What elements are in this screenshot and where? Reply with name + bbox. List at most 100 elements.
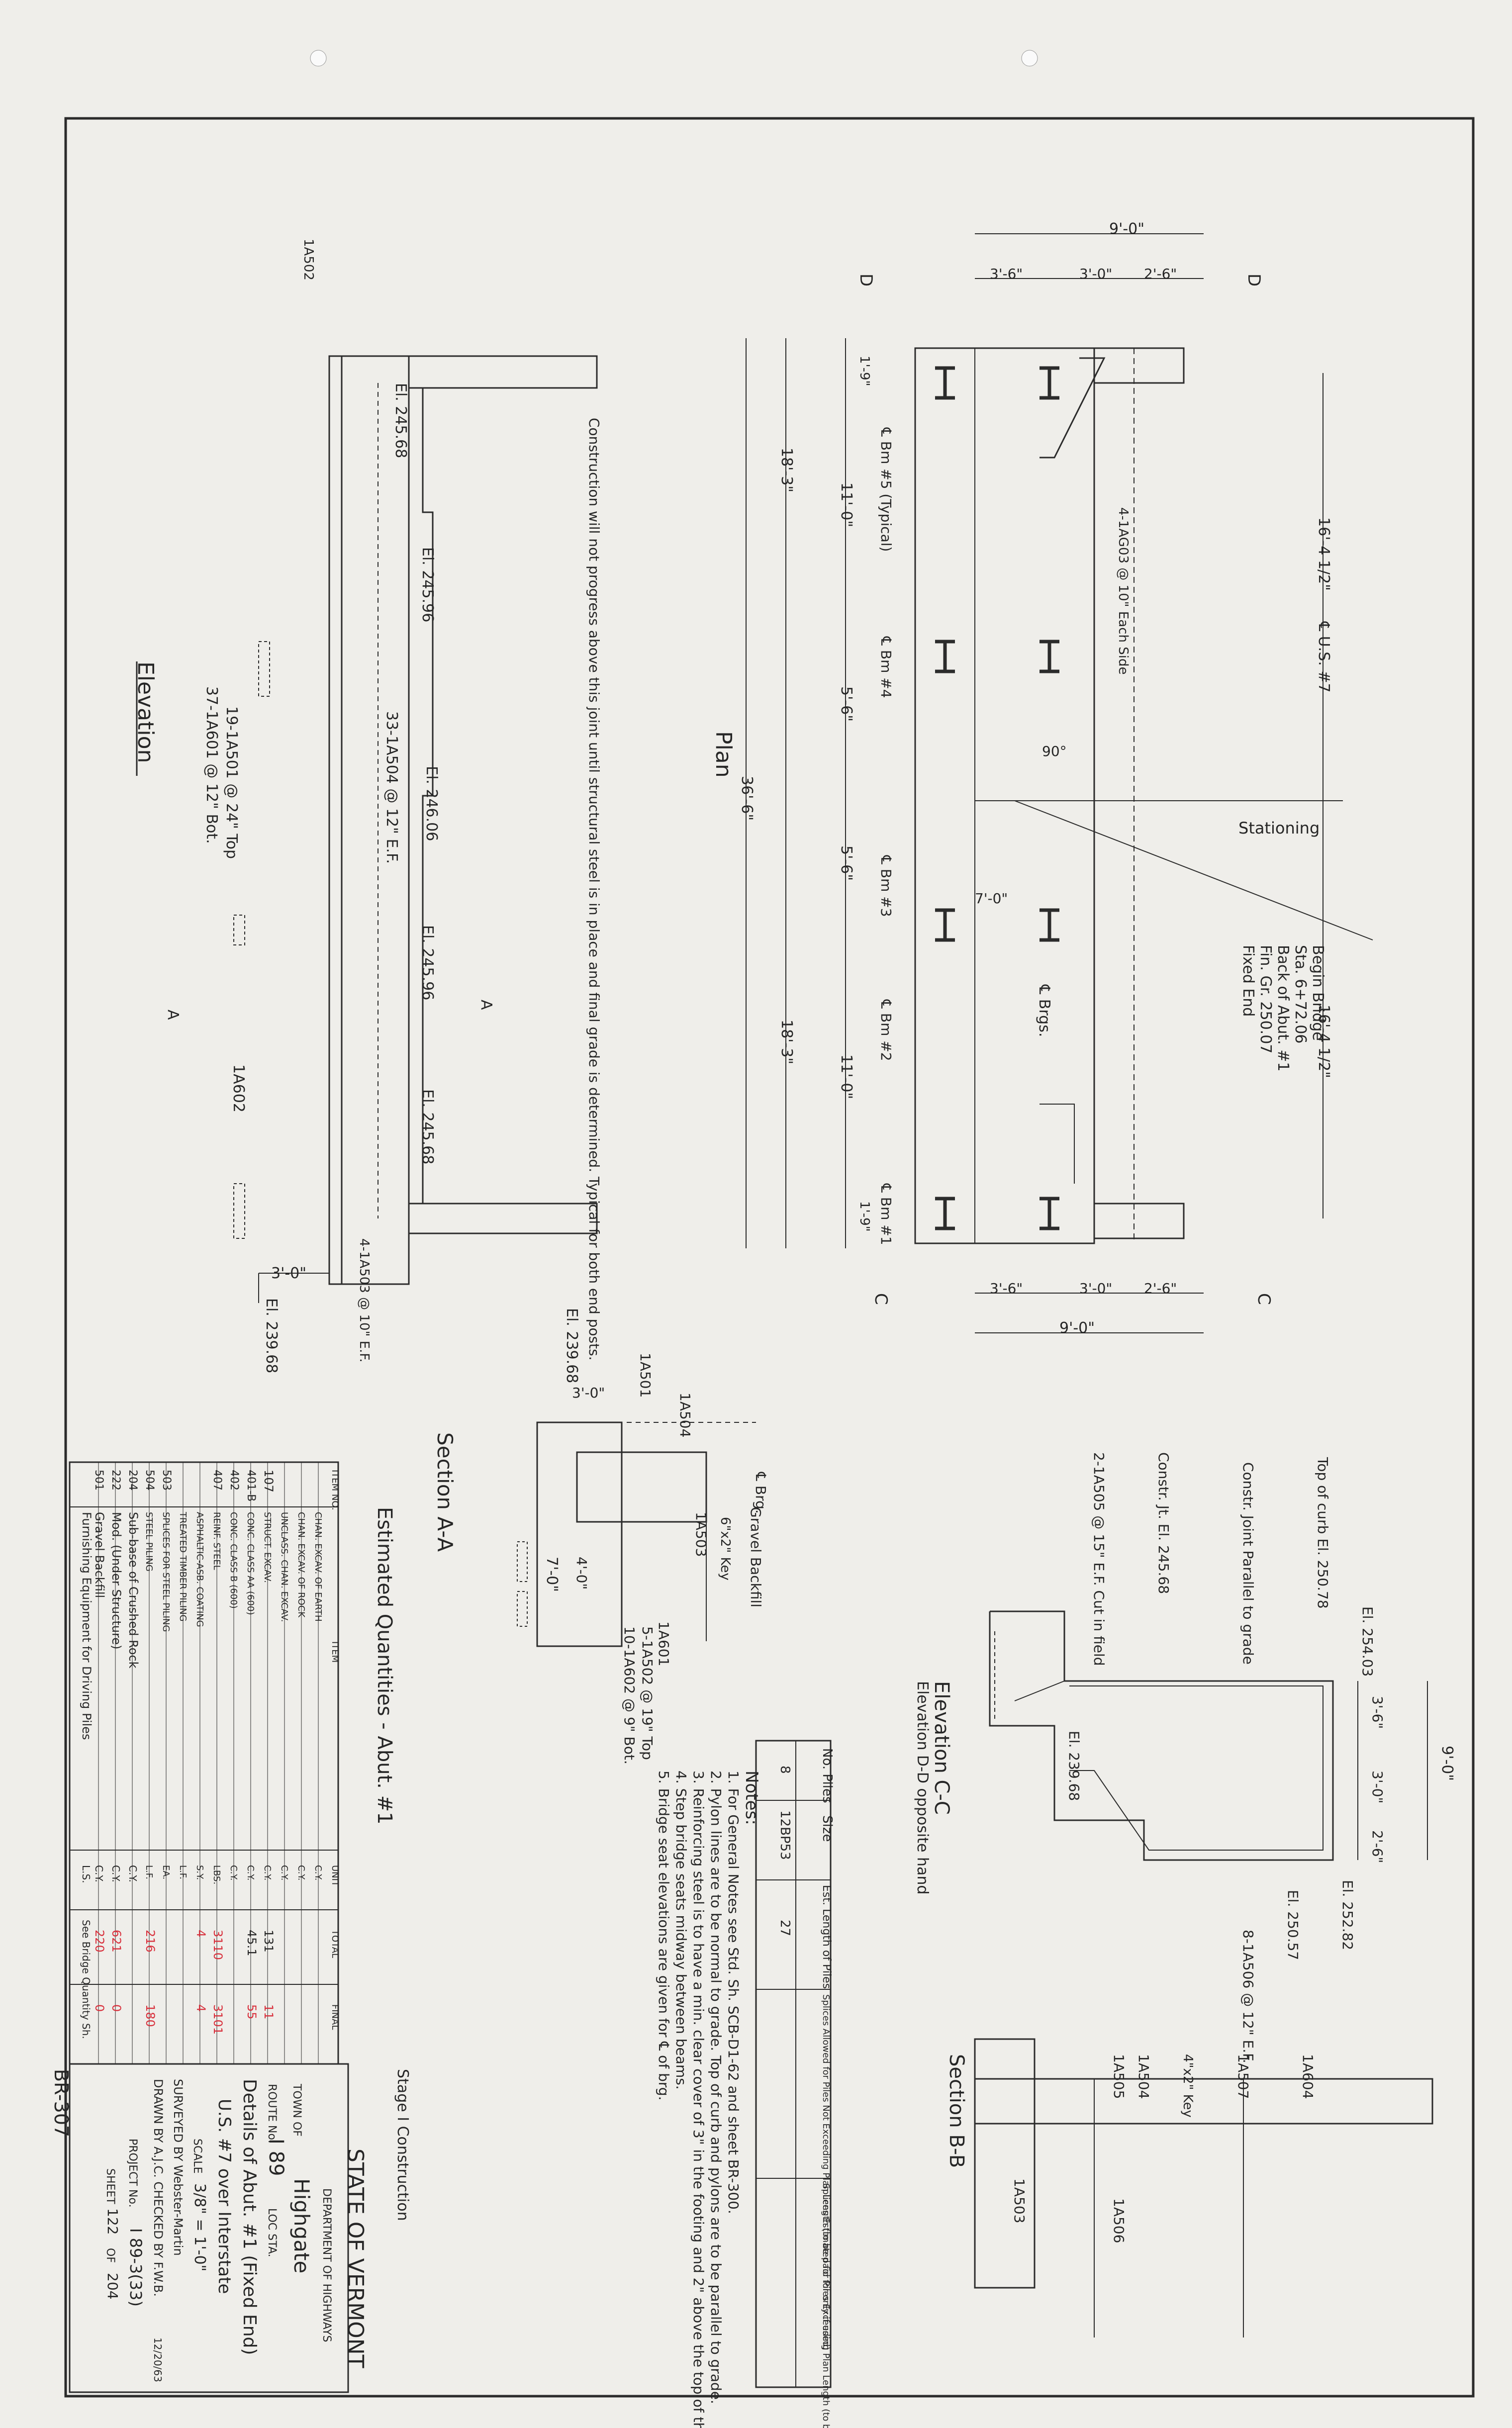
sec-cc-dim-9-0: 9'-0" <box>1438 1746 1456 1781</box>
qty-unit: C.Y. <box>127 1865 139 1882</box>
note-4: 4. Step bridge seats midway between beam… <box>673 1771 689 2090</box>
plan-beams <box>935 366 1059 1230</box>
sec-cc-top-curb: Top of curb El. 250.78 <box>1315 1457 1331 1609</box>
elev-bar2-label: 1A602 <box>230 1064 247 1113</box>
sec-bb-b6: 1A503 <box>1011 2178 1028 2223</box>
qty-header-unit: UNIT <box>330 1865 340 1887</box>
note-2: 2. Pylon lines are to be normal to grade… <box>708 1771 724 2404</box>
plan-dim-9-0-bottom: 9'-0" <box>1059 1319 1095 1337</box>
sec-aa-brg: ℄ Brg. <box>753 1472 769 1514</box>
tb-route-label: ROUTE No. <box>266 2084 278 2144</box>
elev-sec-a-left: A <box>164 1010 182 1020</box>
notes-title: Notes: <box>742 1771 761 1825</box>
note-5: 5. Bridge seat elevations are given for … <box>656 1771 672 2101</box>
plan-begin-bridge-leader <box>1014 800 1373 940</box>
punch-hole <box>310 50 327 67</box>
piles-h5: Splices Estimated for Piles Exceeding Pl… <box>821 2183 831 2428</box>
sec-cc-el-top: El. 254.03 <box>1359 1606 1376 1677</box>
qty-total: 216 <box>143 1930 157 1953</box>
tb-of-label: OF <box>104 2248 116 2263</box>
elevation-pile-hidden <box>233 1183 245 1239</box>
plan-wing-rebar-top <box>1040 357 1106 459</box>
piles-h1: No. Piles <box>820 1748 835 1803</box>
qty-final: 180 <box>143 2004 157 2027</box>
qty-item: Gravel Backfill <box>93 1512 106 1598</box>
plan-dim-5-6b: 5'-6" <box>838 845 855 881</box>
sec-bb-b3: 1A504 <box>1135 2054 1152 2099</box>
plan-dim-5-6a: 5'-6" <box>838 686 855 722</box>
qty-no: 107 <box>262 1470 276 1493</box>
plan-sec-d-left: D <box>856 274 876 286</box>
tb-scale-label: SCALE <box>191 2139 203 2174</box>
elev-el4-label: El. 245.96 <box>419 925 436 1000</box>
qty-item: CONC. CLASS B (600) <box>228 1512 239 1609</box>
tb-project: I 89-3(33) <box>126 2228 145 2307</box>
qty-item: Mod. (Under Structure) <box>109 1512 123 1650</box>
sec-dd-title: Elevation D-D opposite hand <box>914 1681 931 1894</box>
plan-title: Plan <box>711 731 736 778</box>
tb-town: Highgate <box>289 2178 314 2273</box>
qty-row: 401-B CONC. CLASS AA (600) C.Y. 45.1 55 <box>245 1462 259 2064</box>
elev-dim-label: 3'-0" <box>271 1265 306 1282</box>
elevation-bottom-post <box>409 1203 598 1234</box>
qty-unit: C.Y. <box>245 1865 256 1880</box>
plan-sec-c-right: C <box>1254 1293 1274 1305</box>
elevation-pile-hidden <box>233 915 245 945</box>
elev-bar4-label: 33-1A504 @ 12" E.F. <box>383 711 400 864</box>
plan-dim-11-0b: 11'-0" <box>838 1054 855 1099</box>
qty-row: 503 SPLICES FOR STEEL PILING EA. <box>160 1462 173 2064</box>
qty-row: 222 Mod. (Under Structure) C.Y. 621 0 <box>109 1462 123 2064</box>
sec-cc-title: Elevation C-C <box>930 1681 953 1815</box>
elev-el3-label: El. 246.06 <box>423 766 440 841</box>
qty-item: TREATED TIMBER PILING <box>178 1511 188 1621</box>
plan-angle-label: 90° <box>1042 743 1067 759</box>
elevation-pile-hidden <box>258 641 270 697</box>
tb-stage: Stage I Construction <box>394 2069 411 2221</box>
plan-dim-9-0-top: 9'-0" <box>1109 220 1144 238</box>
qty-row: 407 REINF. STEEL LBS. 3110 3101 <box>211 1462 225 2064</box>
sec-aa-key: 6"x2" Key <box>718 1517 733 1581</box>
qty-total: See Bridge Quantity Sh. <box>80 1920 92 2039</box>
plan-back-abut: Back of Abut. #1 <box>1274 945 1292 1071</box>
qty-no: 401-B <box>245 1470 257 1501</box>
sec-aa-pile <box>517 1541 528 1582</box>
sec-bb-title: Section B-B <box>945 2054 968 2168</box>
elev-bar3-label: 4-1A503 @ 10" E.F. <box>357 1238 372 1362</box>
qty-total: 131 <box>262 1930 276 1953</box>
plan-us7-label: ℄ U.S. #7 <box>1315 621 1332 693</box>
qty-item: CHAN. EXCAV. OF ROCK <box>296 1512 306 1618</box>
elev-sec-a-right: A <box>477 1000 495 1010</box>
qty-unit: C.Y. <box>296 1865 306 1880</box>
plan-dim-2-6: 2'-6" <box>1144 266 1177 282</box>
beam-symbol <box>935 640 955 673</box>
beam-symbol <box>1040 366 1059 400</box>
tb-sheet-total: 204 <box>104 2273 121 2299</box>
elev-base-el-label: El. 239.68 <box>263 1298 280 1373</box>
tb-drawn: DRAWN BY A.J.C. CHECKED BY F.W.B. <box>151 2079 165 2297</box>
plan-dim-7-0: 7'-0" <box>975 890 1008 907</box>
tb-project-label: PROJECT No. <box>126 2139 139 2208</box>
sec-bb-footing <box>974 2038 1036 2289</box>
quantities-table: Estimated Quantities - Abut. #1 ITEM NO.… <box>69 1461 396 2065</box>
plan-abutment-outline <box>914 347 1095 1244</box>
tb-state: STATE OF VERMONT <box>343 2148 368 2368</box>
qty-unit: C.Y. <box>93 1865 105 1882</box>
qty-no: 503 <box>160 1470 173 1491</box>
plan-fixed-end: Fixed End <box>1239 945 1257 1017</box>
qty-total: 4 <box>194 1930 208 1937</box>
piles-val2: 12BP53 <box>777 1810 792 1860</box>
sec-cc-bars: 8-1A506 @ 12" E.F. <box>1240 1930 1256 2063</box>
notes-block: Notes: 1. For General Notes see Std. Sh.… <box>656 1771 761 2428</box>
qty-no: 402 <box>228 1470 240 1491</box>
sec-cc-dim-3-0: 3'-0" <box>1369 1771 1386 1803</box>
qty-item: STEEL PILING <box>144 1512 154 1572</box>
sec-cc-dim-3-6: 3'-6" <box>1369 1696 1386 1729</box>
qty-item: REINF. STEEL <box>211 1512 222 1570</box>
section-aa-view: El. 239.68 3'-0" 7'-0" 4'-0" 1A501 1A504… <box>433 1308 769 1765</box>
sec-bb-wall <box>975 2078 1433 2125</box>
plan-dim-2-6-bottom: 2'-6" <box>1144 1280 1177 1297</box>
tb-subtitle: U.S. #7 over Interstate <box>214 2099 234 2294</box>
beam-symbol <box>1040 908 1059 942</box>
sec-aa-bar6: 10-1A602 @ 9" Bot. <box>621 1626 638 1765</box>
qty-unit: LBS. <box>211 1865 222 1884</box>
